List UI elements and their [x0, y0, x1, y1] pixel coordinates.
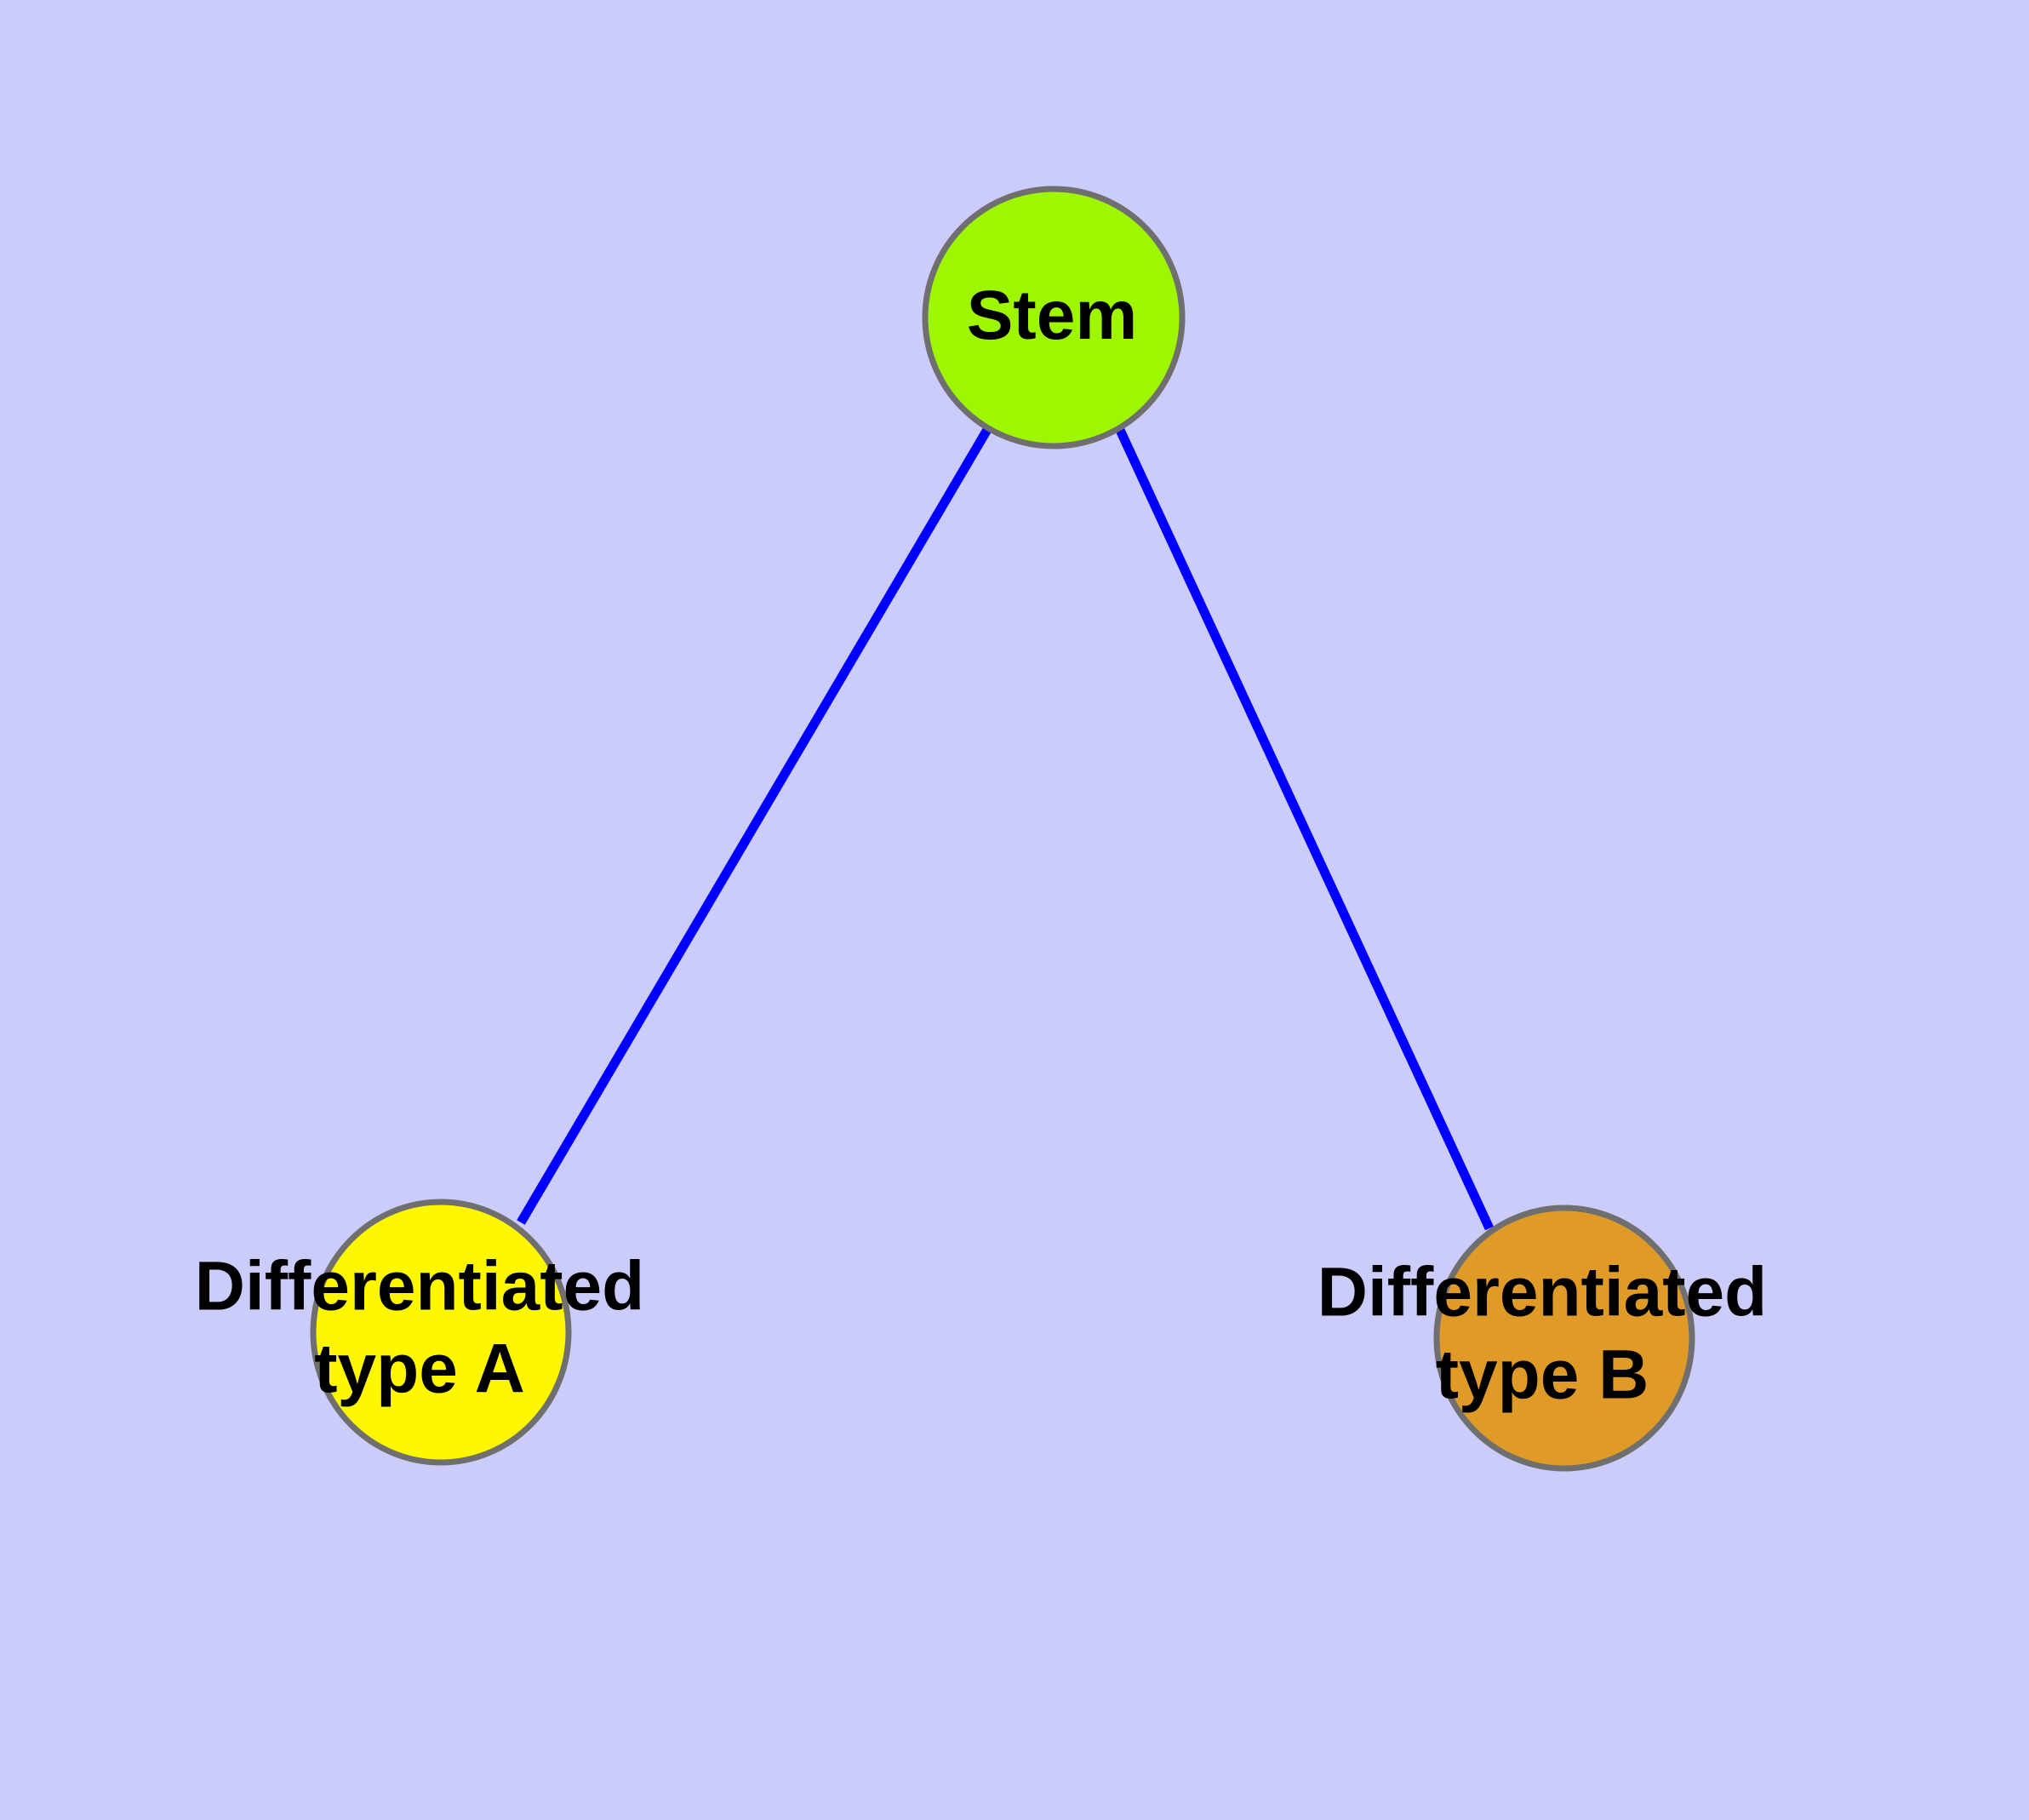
node-label-line: Differentiated	[1317, 1253, 1768, 1331]
node-label-line: type A	[314, 1330, 525, 1407]
edge-layer	[517, 426, 1494, 1231]
node-label-line: type B	[1436, 1336, 1649, 1413]
differentiated-type-b-node-shape[interactable]	[1433, 1205, 1695, 1472]
stem-node-label: Stem	[967, 277, 1138, 354]
edge-stem-to-differentiated-type-b[interactable]	[1115, 426, 1494, 1231]
stem-node-shape[interactable]	[922, 186, 1186, 449]
edge-stem-to-differentiated-type-a[interactable]	[517, 426, 992, 1225]
differentiated-type-a-node-shape[interactable]	[310, 1199, 572, 1466]
node-label-line: Differentiated	[195, 1247, 645, 1325]
node-stem[interactable]: Stem	[922, 186, 1186, 449]
node-label-line: Stem	[967, 277, 1138, 354]
